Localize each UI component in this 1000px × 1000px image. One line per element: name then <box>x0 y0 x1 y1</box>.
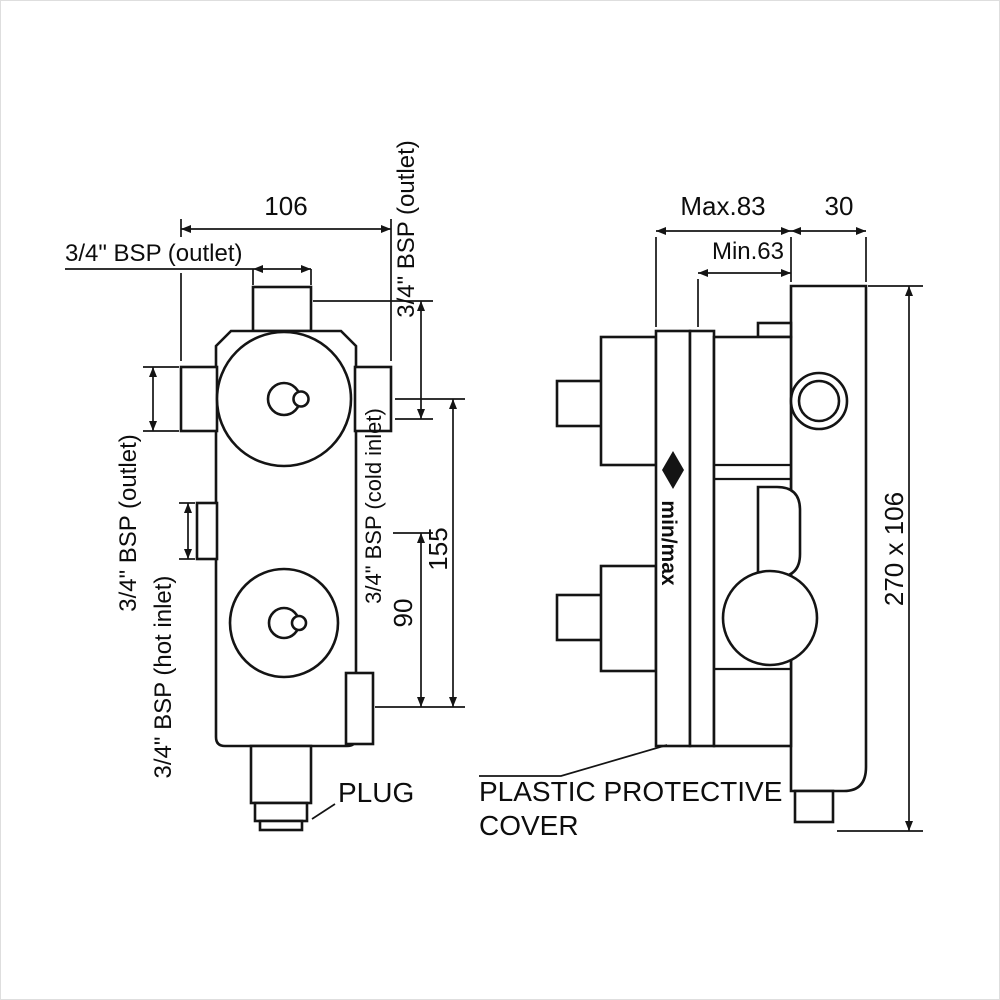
side-bar <box>789 284 868 793</box>
label-cold-inlet: 3/4" BSP (cold inlet) <box>361 408 386 604</box>
minmax-label: min/max <box>657 500 680 586</box>
left-outlet-stub <box>179 365 219 433</box>
side-body <box>712 335 793 748</box>
inner-plate <box>688 329 716 748</box>
side-view <box>555 284 868 824</box>
dim-90-label: 90 <box>388 599 418 628</box>
label-hot-inlet: 3/4" BSP (hot inlet) <box>150 576 177 779</box>
label-outlet-left: 3/4" BSP (outlet) <box>115 434 142 612</box>
side-upper-port <box>555 379 605 428</box>
upper-knob-pointer <box>292 390 310 408</box>
front-view-dimensions <box>65 219 465 820</box>
dim-270x106-label: 270 x 106 <box>879 492 909 606</box>
dim-30-label: 30 <box>825 191 854 221</box>
minmax-indicator: min/max <box>657 451 684 586</box>
cover-label-line2: COVER <box>479 810 579 841</box>
right-outlet-stub <box>353 365 393 433</box>
cold-inlet-tab <box>344 671 375 746</box>
plug-label: PLUG <box>338 777 414 808</box>
lower-knob-pointer <box>290 614 308 632</box>
label-outlet-top: 3/4" BSP (outlet) <box>65 240 243 267</box>
protective-cover-plate <box>654 329 692 748</box>
side-bar-stub <box>793 789 835 824</box>
label-outlet-right: 3/4" BSP (outlet) <box>393 140 420 318</box>
dim-106-label: 106 <box>264 191 307 221</box>
dim-min63-label: Min.63 <box>712 238 784 265</box>
side-lower-port <box>555 593 605 642</box>
dim-155-label: 155 <box>423 527 453 570</box>
cover-label-line1: PLASTIC PROTECTIVE <box>479 776 782 807</box>
side-lever-bulge <box>756 485 802 579</box>
plug-body <box>253 801 309 823</box>
side-lower-knob <box>721 569 819 667</box>
cover-leader-line <box>479 744 668 777</box>
dim-max83-label: Max.83 <box>680 191 765 221</box>
plug-leader-line <box>311 803 336 820</box>
side-upper-knob-inner <box>797 379 841 423</box>
side-upper-block <box>599 335 658 467</box>
side-view-dimensions <box>479 227 923 832</box>
hot-inlet-stub <box>195 501 219 561</box>
side-body-notch <box>756 321 793 339</box>
minmax-arrow-up <box>662 451 684 470</box>
top-outlet-stub <box>251 285 313 333</box>
bottom-stub <box>249 744 313 805</box>
front-view <box>179 285 393 832</box>
minmax-arrow-down <box>662 470 684 489</box>
plug-tip <box>258 819 304 832</box>
side-lower-block <box>599 564 658 673</box>
